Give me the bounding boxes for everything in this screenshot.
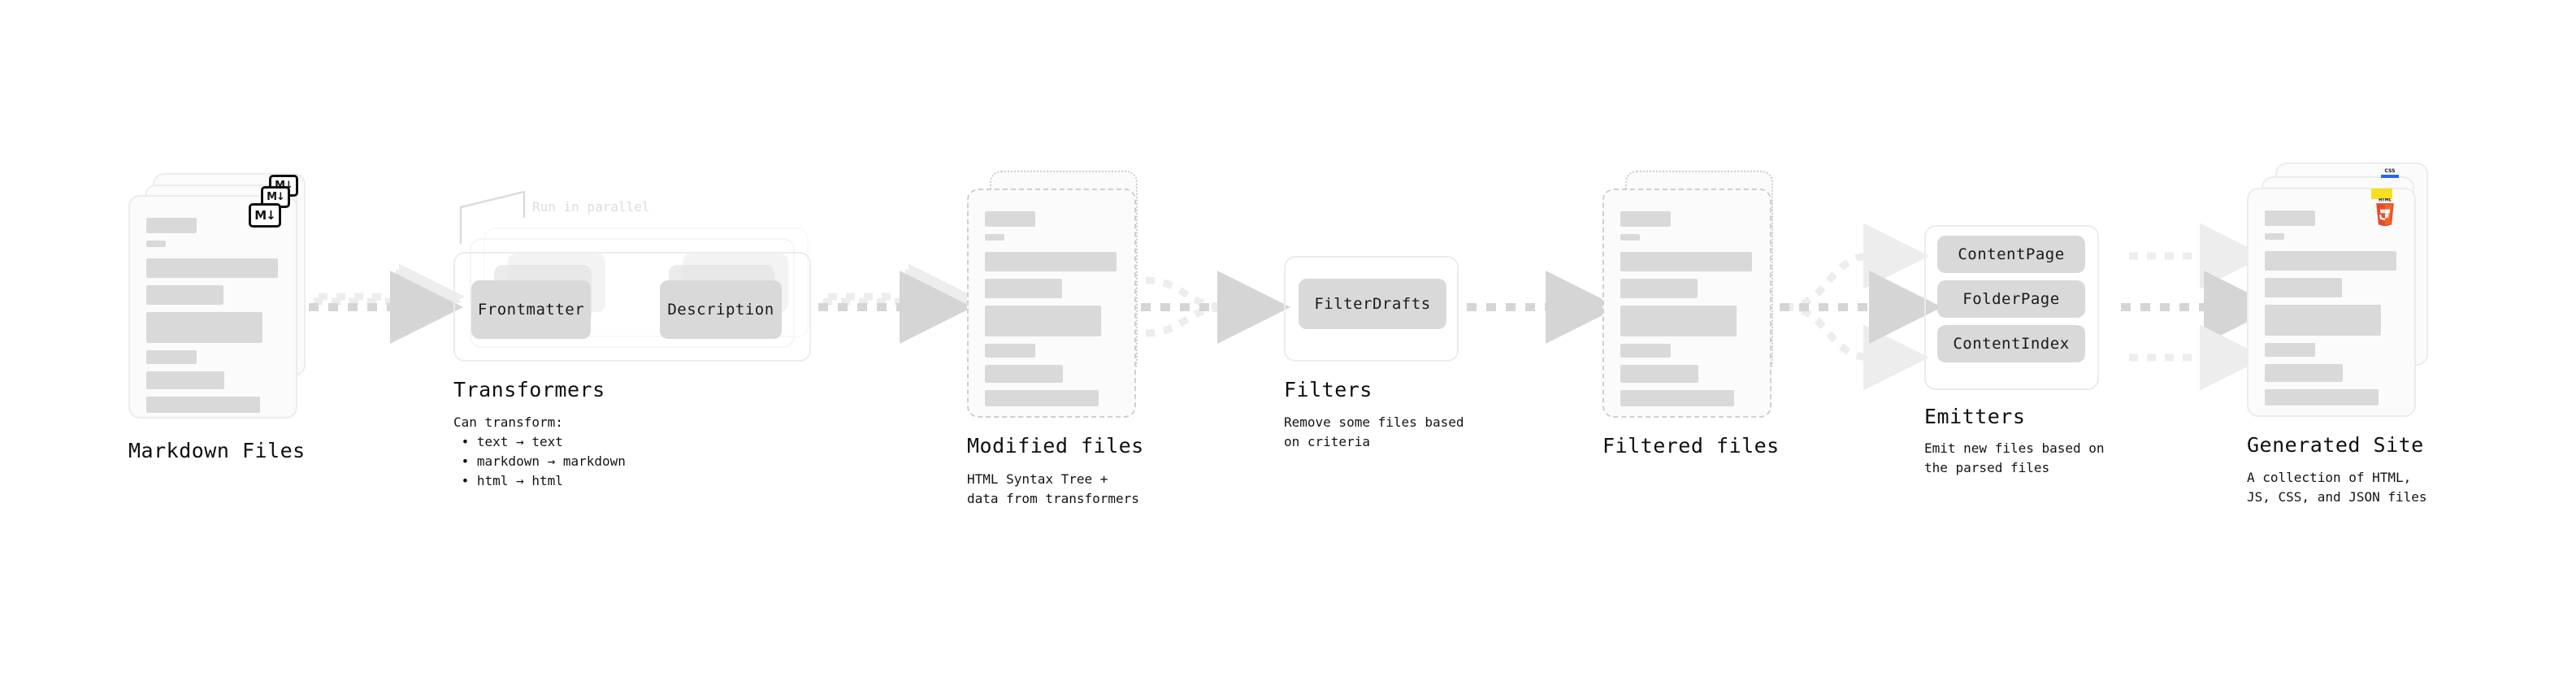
- svg-text:HTML: HTML: [2379, 198, 2392, 202]
- emitters-box[interactable]: [1924, 225, 2099, 390]
- transformer-box-front[interactable]: [453, 252, 811, 362]
- transformer-box-mid: [470, 238, 795, 348]
- modified-card-front[interactable]: [967, 189, 1136, 418]
- site-card-front[interactable]: [2247, 188, 2416, 417]
- stage-title-modified-files: Modified files: [967, 434, 1144, 458]
- stage-title-filters: Filters: [1284, 378, 1373, 401]
- html5-icon: HTML: [2373, 197, 2397, 227]
- document-bars: [146, 218, 281, 420]
- filters-box[interactable]: [1284, 256, 1459, 362]
- stage-title-emitters: Emitters: [1924, 405, 2026, 428]
- css-icon-bar: [2381, 175, 2399, 178]
- pill-contentpage[interactable]: ContentPage: [1937, 236, 2085, 273]
- pill-frontmatter[interactable]: Frontmatter: [471, 280, 591, 339]
- html5-icon-shield: HTML: [2376, 197, 2394, 227]
- pill-description[interactable]: Description: [660, 280, 782, 339]
- stage-subtitle-modified-files: HTML Syntax Tree + data from transformer…: [967, 471, 1139, 506]
- connector-markdown-to-transformers: [309, 263, 465, 344]
- stage-subtitle-emitters: Emit new files based on the parsed files: [1924, 440, 2105, 475]
- stage-title-filtered-files: Filtered files: [1602, 434, 1780, 458]
- stage-subtitle-generated-site: A collection of HTML, JS, CSS, and JSON …: [2247, 470, 2427, 505]
- stage-title-generated-site: Generated Site: [2247, 433, 2424, 457]
- css-icon: CSS: [2381, 169, 2399, 179]
- pill-filterdrafts[interactable]: FilterDrafts: [1299, 279, 1446, 329]
- connector-modified-to-filters: [1141, 271, 1290, 344]
- stage-subtitle-transformers: Can transform: • text → text • markdown …: [453, 414, 626, 488]
- site-bars: [2265, 210, 2400, 413]
- connector-emitters-to-site: [2121, 223, 2277, 391]
- modified-bars: [985, 211, 1120, 414]
- pill-contentindex[interactable]: ContentIndex: [1937, 325, 2085, 362]
- stage-subtitle-filters: Remove some files based on criteria: [1284, 414, 1464, 449]
- filtered-card-front[interactable]: [1602, 189, 1772, 418]
- connector-transformers-to-modified: [818, 263, 974, 344]
- markdown-icon: M↓: [249, 203, 281, 228]
- run-in-parallel-label: Run in parallel: [532, 199, 650, 215]
- connector-filtered-to-emitters: [1780, 223, 1942, 391]
- pill-folderpage[interactable]: FolderPage: [1937, 280, 2085, 318]
- js-icon: [2371, 189, 2392, 199]
- stage-title-markdown-files: Markdown Files: [128, 439, 306, 462]
- document-card-front[interactable]: [128, 195, 297, 419]
- css-icon-label: CSS: [2384, 168, 2396, 174]
- filtered-bars: [1620, 211, 1755, 414]
- stage-title-transformers: Transformers: [453, 378, 605, 401]
